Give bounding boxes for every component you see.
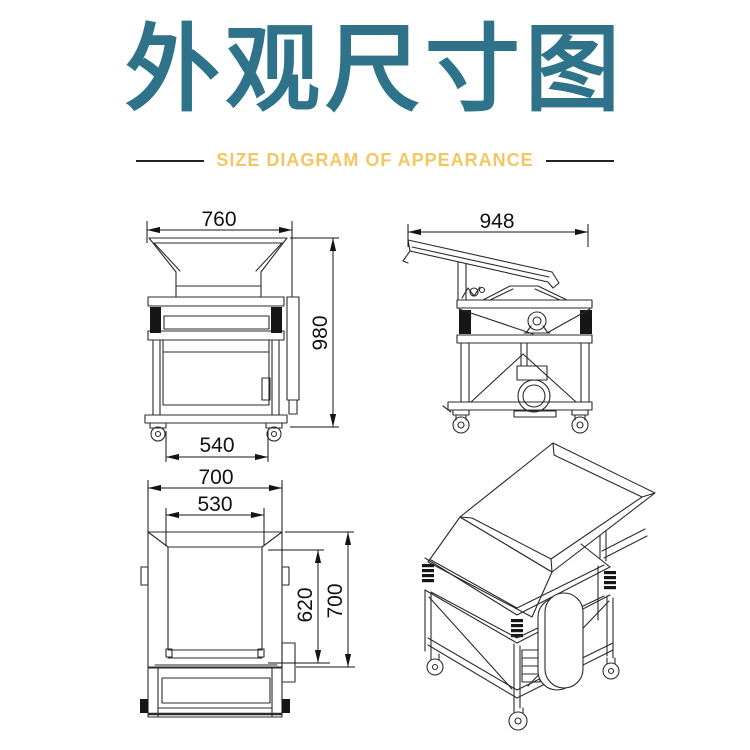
belt-cover-front: [544, 592, 584, 689]
front-view-dimensions: 760 980 540: [146, 208, 339, 462]
isometric-view-drawing: [422, 442, 656, 731]
left-caster: [140, 699, 148, 713]
top-view-drawing: 700 530 620 700: [140, 466, 355, 718]
dim-side-length: 948: [479, 210, 514, 233]
dim-front-height: 980: [309, 315, 332, 350]
right-spring: [271, 307, 282, 333]
dim-plan-inner-depth: 620: [294, 587, 317, 622]
top-view-machine: [140, 531, 296, 718]
side-view-dimensions: 948: [407, 210, 589, 247]
dim-plan-inner-width: 530: [197, 493, 232, 516]
isometric-machine: [422, 442, 656, 731]
front-view-drawing: 760 980 540: [144, 208, 339, 462]
front-view-machine: [144, 237, 300, 442]
page-title: 外观尺寸图: [124, 15, 625, 125]
left-spring: [150, 307, 161, 333]
right-caster: [282, 699, 290, 713]
dim-front-top-width: 760: [201, 208, 236, 231]
left-spring: [459, 310, 471, 334]
dim-front-base-width: 540: [199, 434, 234, 457]
dim-plan-outer-depth: 700: [324, 583, 347, 618]
subtitle-right-rule: [545, 159, 614, 162]
side-view-machine: [402, 239, 593, 434]
page-subtitle: SIZE DIAGRAM OF APPEARANCE: [216, 150, 534, 170]
right-spring: [580, 310, 592, 334]
coil-springs: [422, 564, 616, 638]
casters: [426, 652, 620, 731]
dim-plan-outer-width: 700: [198, 466, 233, 489]
subtitle-left-rule: [136, 159, 205, 162]
subtitle-block: SIZE DIAGRAM OF APPEARANCE: [0, 150, 750, 171]
side-view-drawing: 948: [402, 210, 593, 434]
top-view-dimensions: 700 530 620 700: [147, 466, 355, 668]
